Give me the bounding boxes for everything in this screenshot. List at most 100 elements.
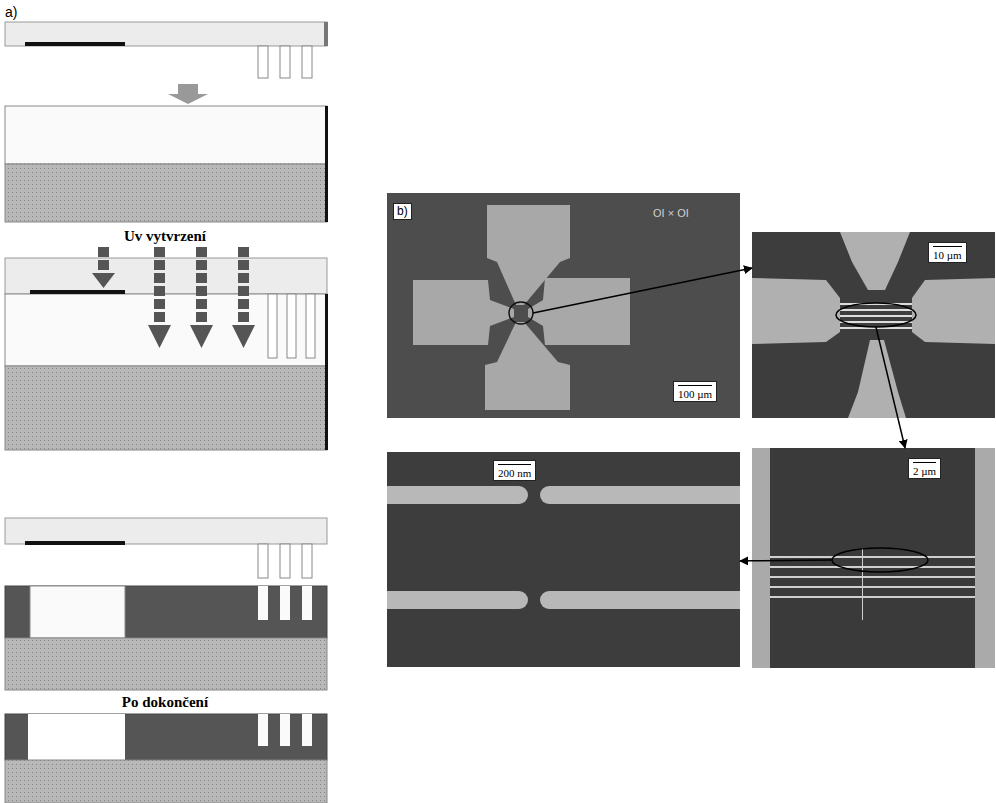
demolding-step xyxy=(280,586,290,620)
sem-image-gap xyxy=(912,278,995,344)
sem-image-wires xyxy=(770,596,975,598)
sem-image-nanogap xyxy=(387,591,528,609)
sem-panel: 2 µm xyxy=(752,448,995,668)
mold-step-1 xyxy=(280,46,290,78)
down-arrow xyxy=(168,84,208,104)
uv-arrows xyxy=(92,247,255,348)
uv-curing-step xyxy=(5,258,328,450)
zoom-arrow xyxy=(740,560,752,562)
sem-image-electrodes xyxy=(413,280,514,345)
panel-letter: a) xyxy=(5,5,17,20)
uv-curing-step xyxy=(287,294,296,358)
demolding-step xyxy=(5,518,327,544)
uv-arrows xyxy=(190,325,213,348)
mold-step-1 xyxy=(302,46,312,78)
uv-curing-step xyxy=(325,294,328,450)
uv-arrows xyxy=(154,247,165,325)
panel-letter: b) xyxy=(393,203,412,220)
sem-image-wires xyxy=(752,448,995,668)
uv-curing-step xyxy=(30,290,125,294)
scale-bar: 2 µm xyxy=(908,458,941,479)
sem-image-gap xyxy=(836,303,916,327)
leader-line xyxy=(876,327,898,418)
zoom-arrow xyxy=(740,268,752,270)
finished-structure xyxy=(28,714,125,760)
uv-curing-step xyxy=(5,366,327,450)
sem-image-wires xyxy=(770,566,975,568)
uv-arrows xyxy=(98,247,109,273)
finished-structure xyxy=(5,760,327,803)
zoom-arrows xyxy=(740,268,905,561)
mold-step-1 xyxy=(324,22,328,46)
sem-image-electrodes xyxy=(387,193,740,418)
sem-image-wires xyxy=(770,576,975,578)
finished-structure xyxy=(302,714,312,746)
sem-image-electrodes xyxy=(509,302,533,324)
scale-bar: 200 nm xyxy=(493,460,536,481)
scale-bar: 100 µm xyxy=(673,381,717,402)
uv-curing-step xyxy=(268,294,277,358)
uv-arrows xyxy=(232,325,255,348)
substrate-step-1 xyxy=(5,106,327,164)
uv-arrows xyxy=(196,247,207,325)
sem-image-nanogap xyxy=(540,591,740,609)
leader-line xyxy=(533,271,740,313)
sem-image-wires xyxy=(975,448,995,668)
sem-image-wires xyxy=(752,448,995,668)
substrate-step-1 xyxy=(325,106,328,222)
step-title: Po dokončení xyxy=(122,694,208,711)
uv-curing-step xyxy=(306,294,315,358)
uv-arrows xyxy=(92,273,115,288)
leader-lines xyxy=(533,271,898,561)
substrate-step-1 xyxy=(5,106,328,222)
demolding-step xyxy=(258,586,268,620)
sem-image-wires xyxy=(832,548,928,572)
finished-structure xyxy=(5,714,327,760)
sem-image-gap xyxy=(752,232,995,418)
uv-arrows xyxy=(238,247,249,325)
demolding-step xyxy=(25,541,125,545)
leader-line xyxy=(752,559,832,561)
mold-step-1 xyxy=(5,22,327,46)
uv-curing-step xyxy=(5,258,327,294)
scale-bar: 10 µm xyxy=(928,242,967,263)
mold-step-1 xyxy=(25,42,125,46)
demolding-step xyxy=(302,544,312,578)
demolding-step xyxy=(280,544,290,578)
step-title: Uv vytvrzení xyxy=(124,228,206,245)
sem-image-wires xyxy=(862,548,863,620)
mold-step-1 xyxy=(5,22,328,78)
sem-image-gap xyxy=(848,340,906,418)
image-marker: OI × OI xyxy=(653,207,689,219)
sem-image-wires xyxy=(752,448,770,668)
sem-image-nanogap xyxy=(387,486,528,504)
sem-image-nanogap xyxy=(540,486,740,504)
sem-image-wires xyxy=(770,586,975,588)
substrate-step-1 xyxy=(5,164,327,222)
sem-panel: 10 µm xyxy=(752,232,995,418)
sem-image-gap xyxy=(752,278,840,344)
sem-image-electrodes xyxy=(387,193,740,418)
sem-image-gap xyxy=(840,321,912,323)
sem-image-gap xyxy=(840,315,912,317)
sem-panel: b) OI × OI 100 µm xyxy=(387,193,740,418)
sem-image-gap xyxy=(752,232,995,418)
finished-structure xyxy=(280,714,290,746)
sem-image-nanogap xyxy=(387,452,740,667)
sem-image-gap xyxy=(840,232,910,290)
demolding-step xyxy=(5,518,327,690)
demolding-step xyxy=(5,638,327,690)
sem-image-nanogap xyxy=(387,452,740,667)
demolding-step xyxy=(258,544,268,578)
demolding-step xyxy=(30,586,125,638)
uv-curing-step xyxy=(5,294,327,366)
sem-image-wires xyxy=(770,556,975,558)
sem-image-gap xyxy=(840,309,912,311)
sem-panel: 200 nm xyxy=(387,452,740,667)
demolding-step xyxy=(5,586,327,638)
